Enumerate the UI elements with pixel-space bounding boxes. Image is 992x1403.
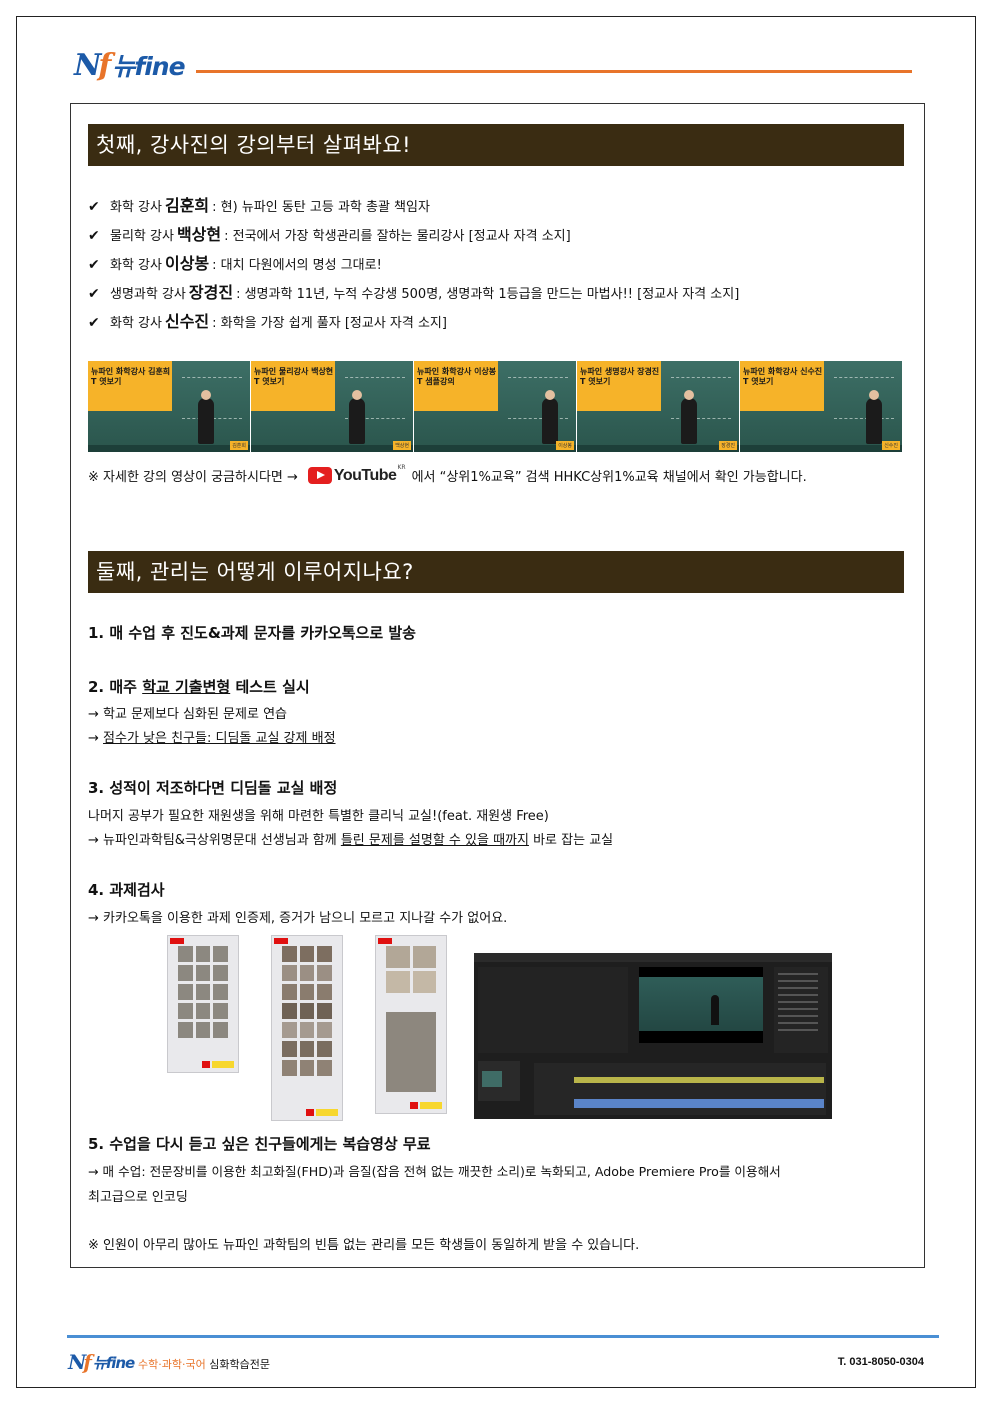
footer-rule <box>67 1335 939 1338</box>
teacher-prefix: 물리학 강사 <box>110 229 174 244</box>
lecture-thumbnail[interactable]: 뉴파인 생명강사 장경진T 엿보기 장경진 <box>577 361 739 452</box>
page-border <box>16 16 976 1388</box>
item3-line1: 나머지 공부가 필요한 재원생을 위해 마련한 특별한 클리닉 교실!(feat… <box>88 809 549 824</box>
item2-line2-underlined: 점수가 낮은 친구들: 디딤돌 교실 강제 배정 <box>103 731 336 746</box>
footer-logo: Nf 뉴fine <box>68 1350 135 1374</box>
item2-line2: → 점수가 낮은 친구들: 디딤돌 교실 강제 배정 <box>88 727 336 746</box>
lecture-thumbnails: 뉴파인 화학강사 김훈희T 엿보기 김훈희 뉴파인 물리강사 백상현T 엿보기 … <box>88 361 902 452</box>
footer-phone: T. 031-8050-0304 <box>837 1356 924 1368</box>
teacher-list: ✔ 화학 강사 김훈희 : 현) 뉴파인 동탄 고등 과학 총괄 책임자 ✔ 물… <box>88 192 908 337</box>
check-icon: ✔ <box>88 286 100 302</box>
lecture-thumbnail[interactable]: 뉴파인 화학강사 이상봉T 샘플강의 이상봉 <box>414 361 576 452</box>
thumbnail-title: 뉴파인 물리강사 백상현T 엿보기 <box>254 367 334 386</box>
teacher-item: ✔ 생명과학 강사 장경진 : 생명과학 11년, 누적 수강생 500명, 생… <box>88 279 908 308</box>
footer-tagline: 수학·과학·국어 심화학습전문 <box>138 1356 270 1372</box>
teacher-desc: : 생명과학 11년, 누적 수강생 500명, 생명과학 1등급을 만드는 마… <box>236 287 740 302</box>
footer-logo-text: 뉴fine <box>92 1353 135 1372</box>
logo-mark: Nf <box>74 47 111 83</box>
item5-line2: 최고급으로 인코딩 <box>88 1190 188 1205</box>
teacher-prefix: 화학 강사 <box>110 316 162 331</box>
youtube-logo[interactable]: YouTube KR <box>307 464 406 485</box>
teacher-item: ✔ 화학 강사 김훈희 : 현) 뉴파인 동탄 고등 과학 총괄 책임자 <box>88 192 908 221</box>
teacher-item: ✔ 물리학 강사 백상현 : 전국에서 가장 학생관리를 잘하는 물리강사 [정… <box>88 221 908 250</box>
teacher-name: 이상봉 <box>164 254 210 273</box>
thumbnail-name: 김훈희 <box>230 441 248 450</box>
thumbnail-title: 뉴파인 화학강사 신수진T 엿보기 <box>743 367 823 386</box>
teacher-prefix: 화학 강사 <box>110 200 162 215</box>
item2-line2-arrow: → <box>88 731 104 746</box>
item5-line1: → 매 수업: 전문장비를 이용한 최고화질(FHD)과 음질(잡음 전혀 없는… <box>88 1164 781 1179</box>
homework-proof-image <box>375 935 447 1114</box>
thumbnail-name: 신수진 <box>882 441 900 450</box>
video-editor-screenshot <box>474 953 832 1119</box>
teacher-name: 백상현 <box>176 225 222 244</box>
check-icon: ✔ <box>88 257 100 273</box>
content-box <box>70 103 925 1268</box>
item3-line2: → 뉴파인과학팀&극상위명문대 선생님과 함께 틀린 문제를 설명할 수 있을 … <box>88 829 613 848</box>
item2-title-a: 2. 매주 <box>88 678 143 696</box>
teacher-name: 김훈희 <box>164 196 210 215</box>
header-rule <box>196 70 912 73</box>
item3-title: 3. 성적이 저조하다면 디딤돌 교실 배정 <box>88 779 338 797</box>
youtube-kr: KR <box>397 464 406 471</box>
item5-title: 5. 수업을 다시 듣고 싶은 친구들에게는 복습영상 무료 <box>88 1135 431 1153</box>
teacher-desc: : 화학을 가장 쉽게 풀자 [정교사 자격 소지] <box>212 316 447 331</box>
item3-line2-b: 바로 잡는 교실 <box>528 833 614 848</box>
teacher-desc: : 현) 뉴파인 동탄 고등 과학 총괄 책임자 <box>212 200 430 215</box>
item2-title-b: 테스트 실시 <box>230 678 310 696</box>
final-note: ※ 인원이 아무리 많아도 뉴파인 과학팀의 빈틈 없는 관리를 모든 학생들이… <box>88 1238 640 1253</box>
section1-title: 첫째, 강사진의 강의부터 살펴봐요! <box>88 124 904 166</box>
lecture-thumbnail[interactable]: 뉴파인 화학강사 김훈희T 엿보기 김훈희 <box>88 361 250 452</box>
youtube-note-before: ※ 자세한 강의 영상이 궁금하시다면 → <box>88 470 298 485</box>
check-icon: ✔ <box>88 315 100 331</box>
item3-line2-underlined: 틀린 문제를 설명할 수 있을 때까지 <box>340 833 529 848</box>
item2-line1: → 학교 문제보다 심화된 문제로 연습 <box>88 707 287 722</box>
youtube-note: ※ 자세한 강의 영상이 궁금하시다면 → YouTube KR 에서 “상위1… <box>88 464 898 485</box>
check-icon: ✔ <box>88 199 100 215</box>
check-icon: ✔ <box>88 228 100 244</box>
footer-subjects: 수학·과학·국어 <box>138 1358 206 1371</box>
thumbnail-name: 백상현 <box>393 441 411 450</box>
youtube-play-icon <box>307 467 332 484</box>
teacher-desc: : 전국에서 가장 학생관리를 잘하는 물리강사 [정교사 자격 소지] <box>224 229 571 244</box>
teacher-prefix: 화학 강사 <box>110 258 162 273</box>
teacher-desc: : 대치 다원에서의 명성 그대로! <box>212 258 382 273</box>
brand-logo: Nf 뉴fine <box>74 47 186 83</box>
lecture-thumbnail[interactable]: 뉴파인 화학강사 신수진T 엿보기 신수진 <box>740 361 902 452</box>
teacher-name: 신수진 <box>164 312 210 331</box>
thumbnail-name: 장경진 <box>719 441 737 450</box>
item4-line1: → 카카오톡을 이용한 과제 인증제, 증거가 남으니 모르고 지나갈 수가 없… <box>88 911 508 926</box>
section2-title: 둘째, 관리는 어떻게 이루어지나요? <box>88 551 904 593</box>
youtube-word: YouTube <box>333 466 397 484</box>
footer-tagline-text: 심화학습전문 <box>205 1358 270 1371</box>
teacher-item: ✔ 화학 강사 이상봉 : 대치 다원에서의 명성 그대로! <box>88 250 908 279</box>
item3-line2-a: → 뉴파인과학팀&극상위명문대 선생님과 함께 <box>88 833 341 848</box>
homework-proof-image <box>167 935 239 1073</box>
teacher-name: 장경진 <box>188 283 234 302</box>
item4-title: 4. 과제검사 <box>88 881 165 899</box>
teacher-item: ✔ 화학 강사 신수진 : 화학을 가장 쉽게 풀자 [정교사 자격 소지] <box>88 308 908 337</box>
footer-logo-mark: Nf <box>68 1350 92 1374</box>
item2-title-underlined: 학교 기출변형 <box>142 678 231 696</box>
lecture-thumbnail[interactable]: 뉴파인 물리강사 백상현T 엿보기 백상현 <box>251 361 413 452</box>
thumbnail-name: 이상봉 <box>556 441 574 450</box>
item2-title: 2. 매주 학교 기출변형 테스트 실시 <box>88 676 310 697</box>
logo-text: 뉴fine <box>112 52 185 81</box>
thumbnail-title: 뉴파인 생명강사 장경진T 엿보기 <box>580 367 660 386</box>
teacher-prefix: 생명과학 강사 <box>110 287 186 302</box>
homework-proof-image <box>271 935 343 1121</box>
item1-title: 1. 매 수업 후 진도&과제 문자를 카카오톡으로 발송 <box>88 624 416 642</box>
thumbnail-title: 뉴파인 화학강사 이상봉T 샘플강의 <box>417 367 497 386</box>
youtube-note-after: 에서 “상위1%교육” 검색 HHKC상위1%교육 채널에서 확인 가능합니다. <box>411 470 807 485</box>
thumbnail-title: 뉴파인 화학강사 김훈희T 엿보기 <box>91 367 171 386</box>
